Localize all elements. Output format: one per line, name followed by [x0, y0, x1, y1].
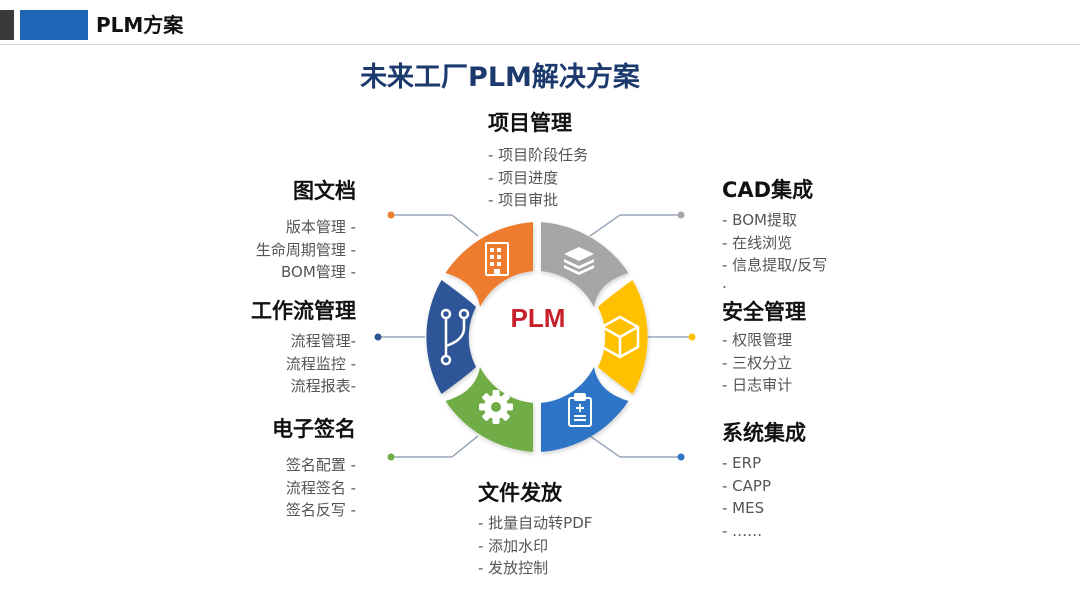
module-security-item: - 日志审计 — [722, 376, 793, 394]
connector-docs — [391, 214, 479, 237]
segment-docs — [445, 222, 533, 307]
module-workflow-item: 流程监控 - — [285, 354, 356, 373]
module-system-item: - ERP — [722, 454, 762, 472]
diagram-title: 未来工厂PLM解决方案 — [360, 62, 640, 93]
connector-lines — [378, 214, 692, 458]
module-project-title: 项目管理 — [488, 111, 572, 135]
module-esign-item: 流程签名 - — [285, 478, 356, 497]
module-project-item: - 项目阶段任务 — [488, 146, 589, 164]
module-workflow: 工作流管理 流程管理- 流程监控 - 流程报表- — [196, 296, 356, 398]
box-3d-icon — [600, 315, 640, 359]
module-publish-title: 文件发放 — [478, 481, 562, 505]
module-docs-item: BOM管理 - — [281, 263, 356, 281]
clipboard-icon — [568, 393, 592, 427]
header-divider — [0, 44, 1080, 45]
module-security: 安全管理 - 权限管理 - 三权分立 - 日志审计 — [722, 297, 806, 397]
module-system-item: - MES — [722, 499, 765, 517]
connector-system — [589, 435, 681, 458]
module-esign-item: 签名反写 - — [285, 501, 356, 519]
connector-esign — [391, 435, 479, 458]
module-workflow-title: 工作流管理 — [251, 299, 356, 323]
module-project-item: - 项目进度 — [488, 168, 559, 187]
module-publish-item: - 批量自动转PDF — [478, 514, 593, 532]
module-docs-title: 图文档 — [293, 179, 356, 203]
module-docs: 图文档 版本管理 - 生命周期管理 - BOM管理 - — [196, 176, 356, 284]
module-system-item: - CAPP — [722, 476, 772, 495]
module-esign-title: 电子签名 — [272, 417, 356, 441]
module-esign: 电子签名 签名配置 - 流程签名 - 签名反写 - — [196, 414, 356, 522]
module-cad-item: - 在线浏览 — [722, 233, 793, 252]
building-icon — [485, 242, 509, 276]
module-security-item: - 三权分立 — [722, 353, 793, 372]
layers-icon — [564, 247, 594, 275]
module-publish-item: - 添加水印 — [478, 536, 549, 555]
page-title: PLM方案 — [96, 13, 184, 37]
module-docs-item: 版本管理 - — [285, 218, 356, 236]
module-cad: CAD集成 - BOM提取 - 在线浏览 - 信息提取/反写 . — [722, 175, 828, 292]
module-workflow-item: 流程报表- — [290, 377, 356, 395]
connector-dots — [374, 211, 696, 461]
module-system-title: 系统集成 — [722, 421, 806, 445]
module-project: 项目管理 - 项目阶段任务 - 项目进度 - 项目审批 — [488, 108, 588, 212]
module-security-title: 安全管理 — [722, 300, 806, 324]
module-cad-title: CAD集成 — [722, 178, 814, 202]
module-workflow-item: 流程管理- — [290, 332, 356, 350]
center-label: PLM — [511, 303, 566, 333]
module-publish-item: - 发放控制 — [478, 559, 549, 577]
module-project-item: - 项目审批 — [488, 191, 559, 209]
segment-security — [598, 280, 648, 394]
connector-cad — [589, 214, 681, 237]
module-system-item: - …… — [722, 521, 763, 540]
header-accent-blue — [20, 10, 88, 40]
module-cad-item: - 信息提取/反写 — [722, 256, 828, 274]
gear-icon — [479, 390, 513, 424]
header-accent-dark — [0, 10, 14, 40]
segment-workflow — [426, 280, 476, 394]
module-esign-item: 签名配置 - — [285, 456, 356, 474]
module-security-item: - 权限管理 — [722, 331, 793, 349]
segment-system — [541, 367, 629, 452]
module-cad-item: . — [722, 273, 727, 292]
module-publish: 文件发放 - 批量自动转PDF - 添加水印 - 发放控制 — [478, 478, 592, 580]
module-docs-item: 生命周期管理 - — [255, 240, 356, 259]
module-system: 系统集成 - ERP - CAPP - MES - …… — [722, 418, 806, 542]
branch-icon — [440, 308, 470, 366]
module-cad-item: - BOM提取 — [722, 211, 797, 229]
